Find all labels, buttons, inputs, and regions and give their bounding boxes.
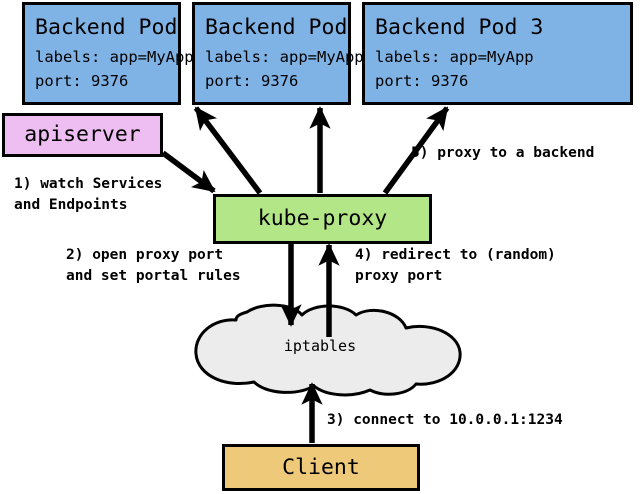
backend-pod-2-port: port: 9376 [205, 71, 299, 90]
backend-pod-2-title: Backend Pod 2 [205, 14, 374, 40]
step-4-annotation: 4) redirect to (random) proxy port [355, 247, 556, 284]
kube-proxy-label: kube-proxy [257, 206, 388, 231]
apiserver-label: apiserver [24, 122, 141, 147]
iptables-cloud-label: iptables [283, 337, 357, 355]
backend-pod-1-port: port: 9376 [35, 71, 129, 90]
backend-pod-2[interactable]: Backend Pod 2 labels: app=MyApp port: 93… [192, 2, 374, 105]
backend-pod-3-labels: labels: app=MyApp [375, 47, 534, 66]
backend-pod-1-title: Backend Pod 1 [35, 14, 204, 40]
apiserver-node[interactable]: apiserver [2, 113, 163, 157]
backend-pod-3-port: port: 9376 [375, 71, 469, 90]
step-2-annotation: 2) open proxy port and set portal rules [66, 247, 241, 284]
backend-pod-3[interactable]: Backend Pod 3 labels: app=MyApp port: 93… [362, 2, 633, 105]
step-5-annotation: 5) proxy to a backend [411, 145, 595, 161]
backend-pod-1-labels: labels: app=MyApp [35, 47, 194, 66]
backend-pod-1[interactable]: Backend Pod 1 labels: app=MyApp port: 93… [22, 2, 204, 105]
step-3-annotation: 3) connect to 10.0.0.1:1234 [327, 412, 563, 428]
client-label: Client [282, 454, 360, 480]
client-node[interactable]: Client [222, 444, 420, 491]
step-1-annotation: 1) watch Services and Endpoints [14, 176, 163, 213]
kube-proxy-node[interactable]: kube-proxy [213, 194, 432, 244]
backend-pod-2-labels: labels: app=MyApp [205, 47, 364, 66]
backend-pod-3-title: Backend Pod 3 [375, 14, 544, 40]
